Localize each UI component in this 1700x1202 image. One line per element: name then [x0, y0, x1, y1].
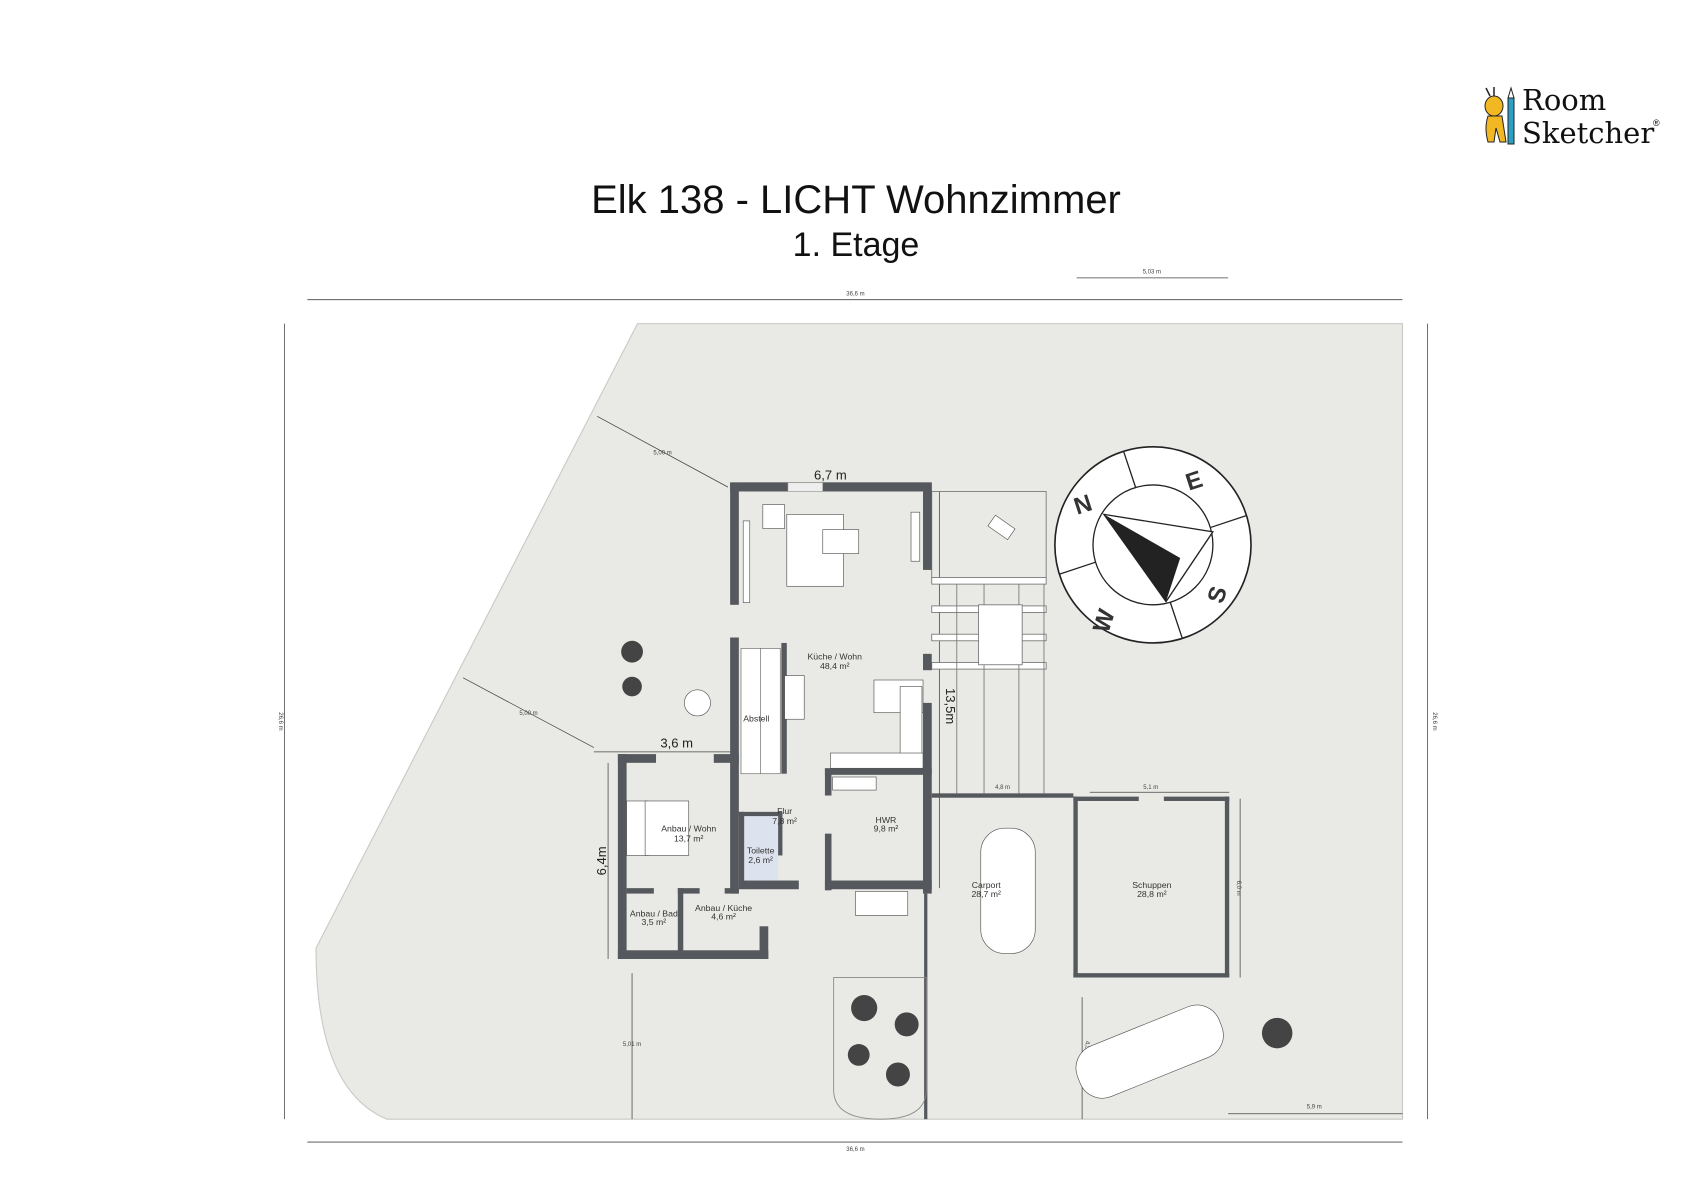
pergola	[931, 491, 1047, 794]
dim-bottom-total: 36,6 m	[846, 1147, 864, 1153]
room-anbau-wohn: Anbau / Wohn	[661, 823, 716, 833]
room-abstell: Abstell	[743, 713, 769, 723]
plan-title: Elk 138 - LICHT Wohnzimmer	[591, 178, 1121, 222]
room-hwr-area: 9,8 m²	[874, 823, 899, 833]
staircase	[740, 648, 781, 775]
room-anbau-kueche-area: 4,6 m²	[711, 912, 736, 922]
dim-anbau-depth: 6,4m	[594, 846, 609, 875]
logo-mascot-icon	[1484, 86, 1515, 145]
compass-rose: N E S W	[1054, 445, 1252, 644]
room-kueche-wohn-area: 48,4 m²	[820, 661, 850, 671]
room-toilette: Toilette	[747, 845, 775, 855]
room-toilette-area: 2,6 m²	[748, 855, 773, 865]
toilet-floor	[744, 816, 779, 881]
registered-mark: ®	[1653, 118, 1660, 128]
carport-schuppen-walls	[924, 793, 1230, 1120]
room-carport-area: 28,7 m²	[971, 889, 1001, 899]
room-anbau-bad: Anbau / Bad	[630, 908, 678, 918]
car-parked	[1075, 1004, 1224, 1099]
room-schuppen: Schuppen	[1132, 880, 1171, 890]
anbau-walls	[617, 754, 769, 959]
dim-top-small: 5,03 m	[1143, 270, 1161, 276]
sun-lounger	[987, 514, 1016, 541]
room-anbau-bad-area: 3,5 m²	[642, 917, 667, 927]
compass-s: S	[1202, 583, 1233, 607]
furniture	[684, 504, 924, 916]
dim-setback-top: 5,00 m	[653, 450, 671, 456]
dim-left-total: 26,6 m	[277, 712, 283, 730]
dim-carport-width: 4,8 m	[995, 785, 1010, 791]
shrubs	[621, 640, 1293, 1087]
floor-subtitle: 1. Etage	[792, 226, 920, 264]
dim-house-width: 6,7 m	[814, 467, 847, 482]
bed-frame	[644, 800, 690, 856]
room-anbau-kueche: Anbau / Küche	[695, 903, 752, 913]
logo-word-room: Room	[1522, 83, 1607, 117]
room-kueche-wohn: Küche / Wohn	[807, 651, 862, 661]
dim-top-total: 36,6 m	[846, 291, 864, 297]
dim-anbau-width: 3,6 m	[660, 736, 693, 751]
room-flur: Flur	[777, 806, 792, 816]
dim-house-depth: 13,5m	[943, 688, 958, 724]
compass-needle	[1103, 514, 1181, 602]
dim-schuppen-depth: 6,0 m	[1235, 881, 1241, 896]
dim-right-total: 26,6 m	[1431, 712, 1437, 730]
room-anbau-wohn-area: 13,7 m²	[674, 833, 704, 843]
front-walkway	[833, 977, 927, 1120]
dim-setback-mid: 5,00 m	[519, 711, 537, 717]
logo-word-sketcher: Sketcher	[1522, 116, 1655, 150]
dimension-lines	[284, 277, 1428, 1143]
dim-schuppen-width: 5,1 m	[1143, 785, 1158, 791]
dim-bottom-right: 5,9 m	[1307, 1104, 1322, 1110]
room-carport: Carport	[972, 880, 1002, 890]
room-flur-area: 7,8 m²	[772, 816, 797, 826]
room-hwr: HWR	[876, 815, 897, 825]
dim-setback-bottom: 5,01 m	[623, 1042, 641, 1048]
car-carport	[980, 827, 1036, 954]
main-house-walls	[730, 482, 932, 894]
room-schuppen-area: 28,8 m²	[1137, 889, 1167, 899]
compass-e: E	[1182, 466, 1206, 497]
